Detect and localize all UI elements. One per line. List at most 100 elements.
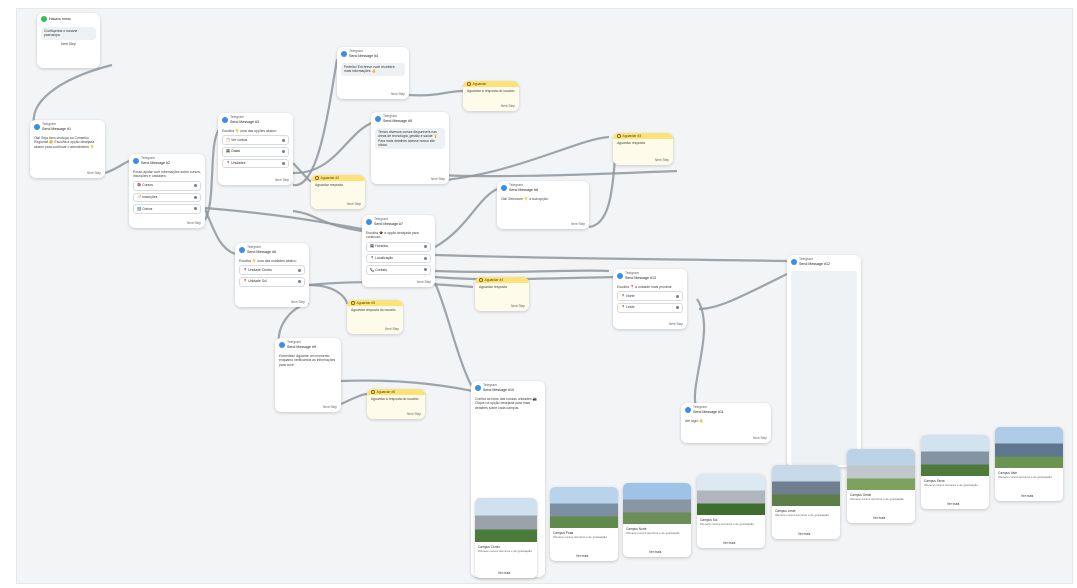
campus-link-button[interactable]: Ver mais bbox=[873, 516, 886, 520]
telegram-icon bbox=[617, 272, 623, 279]
campus-link-button[interactable]: Ver mais bbox=[798, 532, 811, 536]
next-step-handle[interactable]: Next Step bbox=[511, 304, 525, 309]
reply-button[interactable]: 📍 Localização bbox=[366, 253, 431, 264]
campus-link-button[interactable]: Ver mais bbox=[576, 554, 589, 558]
next-step-handle[interactable]: Next Step bbox=[275, 178, 289, 183]
telegram-icon bbox=[375, 115, 381, 122]
wait-node-2[interactable]: Aguardar #2 Aguardar resposta Next Step bbox=[311, 175, 365, 209]
reply-button[interactable]: 📍 Norte bbox=[617, 291, 683, 301]
next-step-handle[interactable]: Next Step bbox=[407, 412, 421, 417]
wait-node-3[interactable]: Aguardar #3 Aguardar resposta Next Step bbox=[613, 133, 673, 165]
node-title: Send Message #12 bbox=[799, 261, 830, 266]
reply-button[interactable]: 📍 Leste bbox=[617, 302, 683, 313]
wait-node-1[interactable]: Aguardar Aguardar a resposta do usuário … bbox=[463, 81, 519, 111]
campus-link-button[interactable]: Ver mais bbox=[1021, 494, 1034, 498]
start-next: Next Step bbox=[61, 41, 76, 46]
campus-description: Oferece cursos técnicos e de graduação bbox=[700, 522, 754, 526]
next-step-handle[interactable]: Next Step bbox=[655, 158, 669, 163]
telegram-icon bbox=[685, 406, 691, 413]
node-title: Send Message #4 bbox=[349, 53, 378, 58]
reply-button[interactable]: 🗓 Horários bbox=[366, 241, 431, 252]
node-type: Telegram bbox=[374, 217, 388, 221]
wait-text: Aguardar resposta do usuário bbox=[351, 308, 396, 312]
connector-dot[interactable] bbox=[194, 184, 197, 188]
message-text: Confira as fotos das nossas unidades 📸 C… bbox=[475, 396, 537, 410]
campus-link-button[interactable]: Ver mais bbox=[498, 571, 511, 575]
wait-node-4[interactable]: Aguardar #4 Aguardar resposta Next Step bbox=[475, 277, 529, 311]
connector-dot[interactable] bbox=[424, 256, 427, 260]
reply-button[interactable]: 📚 Cursos bbox=[133, 180, 201, 191]
connector-dot[interactable] bbox=[194, 207, 197, 211]
campus-title: Campus Centro bbox=[478, 545, 501, 549]
reply-button[interactable]: 📝 Inscrições bbox=[133, 192, 201, 203]
connector-dot[interactable] bbox=[298, 280, 301, 284]
connector-dot[interactable] bbox=[676, 294, 679, 298]
campus-link-button[interactable]: Ver mais bbox=[947, 502, 960, 506]
button-label: 📍 Leste bbox=[621, 305, 635, 310]
next-step-handle[interactable]: Next Step bbox=[571, 222, 585, 227]
connector-dot[interactable] bbox=[424, 245, 427, 249]
node-title: Send Message #8 bbox=[509, 187, 538, 192]
reply-button[interactable]: 🗓 Datas bbox=[222, 146, 289, 157]
next-step-handle[interactable]: Next Step bbox=[669, 322, 683, 327]
telegram-icon bbox=[239, 246, 245, 253]
button-label: 📍 Unidade Sul bbox=[243, 279, 267, 284]
wait-node-6[interactable]: Aguardar #6 Aguardar a resposta do usuár… bbox=[367, 389, 425, 419]
next-step-handle[interactable]: Next Step bbox=[391, 92, 405, 97]
node-type: Telegram bbox=[483, 383, 497, 387]
connector-dot[interactable] bbox=[282, 150, 285, 154]
next-step-handle[interactable]: Next Step bbox=[323, 405, 337, 410]
reply-button[interactable]: ℹ️ Outros bbox=[133, 204, 201, 214]
campus-description: Oferece cursos técnicos e de graduação bbox=[478, 549, 532, 553]
next-step-handle[interactable]: Next Step bbox=[501, 104, 515, 109]
next-step-handle[interactable]: Next Step bbox=[417, 280, 431, 285]
connector-dot[interactable] bbox=[424, 268, 427, 272]
next-step-handle[interactable]: Next Step bbox=[187, 221, 201, 226]
reply-button[interactable]: 📋 Ver cursos bbox=[222, 135, 289, 145]
reply-button[interactable]: 📍 Unidades bbox=[222, 158, 289, 169]
reply-button[interactable]: 📞 Contato bbox=[366, 265, 431, 275]
next-step-handle[interactable]: Next Step bbox=[87, 171, 101, 176]
campus-description: Oferece cursos técnicos e de graduação bbox=[924, 483, 978, 487]
reply-button[interactable]: 📍 Unidade Centro bbox=[239, 265, 305, 275]
campus-link-button[interactable]: Ver mais bbox=[723, 541, 736, 545]
reply-button[interactable]: 📍 Unidade Sul bbox=[239, 276, 305, 287]
node-type: Telegram bbox=[349, 49, 363, 53]
connector-dot[interactable] bbox=[282, 161, 285, 165]
flow-canvas[interactable]: Начать поток Сообщение о начале разговор… bbox=[16, 8, 1073, 584]
connector-dot[interactable] bbox=[298, 268, 301, 272]
campus-link-button[interactable]: Ver mais bbox=[649, 550, 662, 554]
next-step-handle[interactable]: Next Step bbox=[753, 436, 767, 441]
wait-title: Aguardar #4 bbox=[484, 277, 504, 282]
next-step-handle[interactable]: Next Step bbox=[431, 177, 445, 182]
node-title: Send Message #7 bbox=[374, 221, 403, 226]
connector-dot[interactable] bbox=[676, 306, 679, 310]
connector-dot[interactable] bbox=[194, 195, 197, 199]
next-step-handle[interactable]: Next Step bbox=[385, 327, 399, 332]
next-step-handle[interactable]: Next Step bbox=[347, 202, 361, 207]
start-node[interactable]: Начать поток Сообщение о начале разговор… bbox=[37, 13, 100, 68]
next-step-handle[interactable]: Next Step bbox=[291, 300, 305, 305]
wait-node-5[interactable]: Aguardar #5 Aguardar resposta do usuário… bbox=[347, 300, 403, 334]
connector-dot[interactable] bbox=[282, 138, 285, 142]
